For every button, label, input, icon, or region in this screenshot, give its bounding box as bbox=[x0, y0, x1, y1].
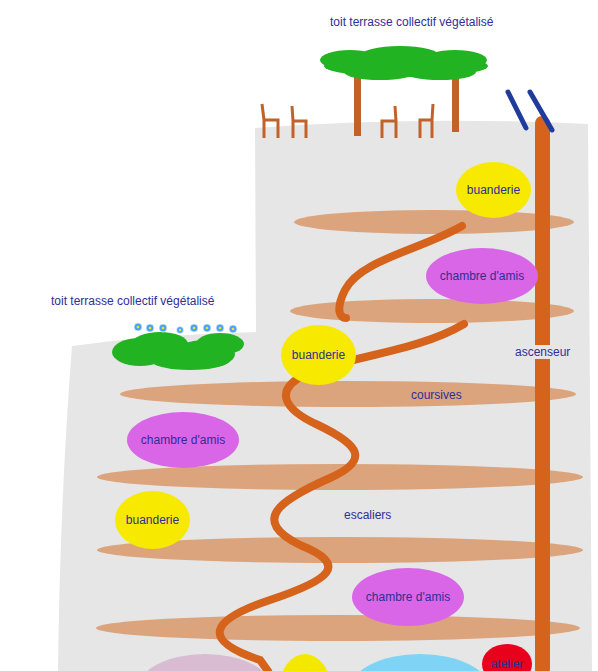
annotation-label: ascenseur bbox=[513, 345, 572, 359]
room-ellipse: chambre d'amis bbox=[127, 412, 239, 468]
room-ellipse: atelier bbox=[482, 644, 532, 671]
elevator-shaft bbox=[535, 116, 550, 671]
room-ellipse: chambre d'amis bbox=[426, 248, 538, 304]
floor-slabs bbox=[96, 210, 583, 641]
elevator-top bbox=[508, 92, 552, 130]
annotation-label: toit terrasse collectif végétalisé bbox=[330, 15, 493, 29]
annotation-label: coursives bbox=[411, 388, 462, 402]
room-ellipse: buanderie bbox=[115, 491, 190, 549]
room-ellipse: chambre d'amis bbox=[352, 568, 464, 626]
lower-rooms bbox=[137, 654, 490, 671]
room-name: buanderie bbox=[467, 183, 520, 197]
room-name: chambre d'amis bbox=[366, 590, 450, 604]
chairs bbox=[262, 104, 433, 138]
roof-garden bbox=[112, 323, 244, 370]
room-ellipse: buanderie bbox=[456, 162, 531, 218]
room-ellipse: buanderie bbox=[281, 325, 356, 385]
annotation-label: toit terrasse collectif végétalisé bbox=[51, 294, 214, 308]
building-body bbox=[58, 121, 592, 671]
annotation-label: escaliers bbox=[342, 508, 393, 522]
staircase bbox=[220, 226, 464, 671]
room-name: buanderie bbox=[292, 348, 345, 362]
room-name: chambre d'amis bbox=[440, 269, 524, 283]
room-name: buanderie bbox=[126, 513, 179, 527]
room-name: chambre d'amis bbox=[141, 433, 225, 447]
roof-pergola bbox=[320, 46, 488, 136]
room-name: atelier bbox=[491, 657, 524, 671]
